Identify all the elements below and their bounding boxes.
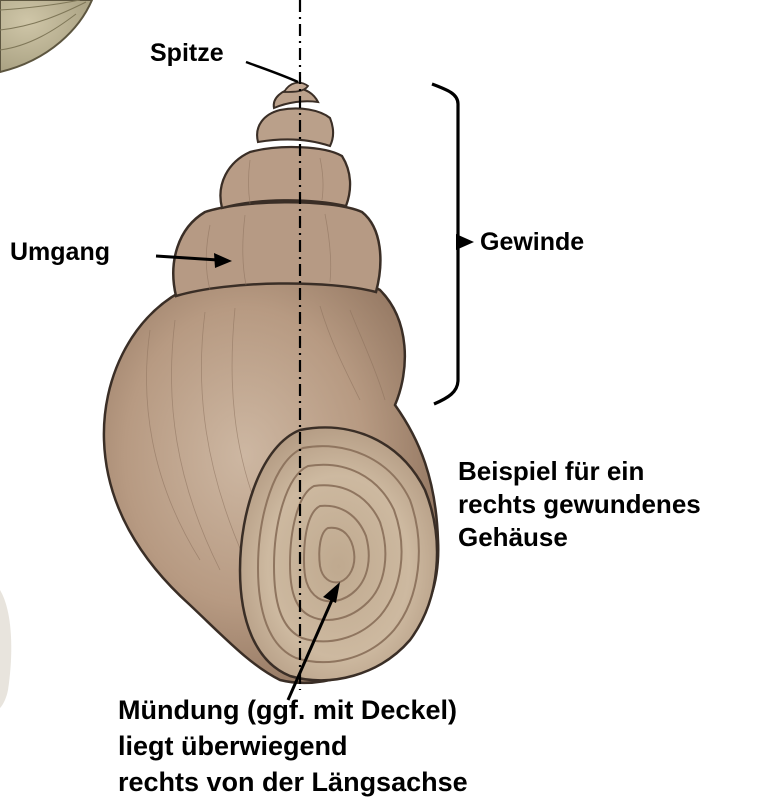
example-caption-line-1: Beispiel für ein: [458, 455, 701, 488]
example-caption-line-2: rechts gewundenes: [458, 488, 701, 521]
spire-bracket-pointer: [456, 234, 474, 250]
aperture-caption: Mündung (ggf. mit Deckel) liegt überwieg…: [118, 692, 468, 800]
whorl-label: Umgang: [10, 237, 110, 267]
spire-label: Gewinde: [480, 227, 584, 257]
aperture-caption-line-2: liegt überwiegend: [118, 728, 468, 764]
apex-leader-line: [246, 62, 298, 82]
whorl-4: [220, 147, 350, 208]
snail-shell: [104, 83, 438, 683]
spire-bracket: [432, 84, 458, 404]
apex-label: Spitze: [150, 38, 224, 68]
whorl-5: [257, 108, 333, 146]
example-caption-line-3: Gehäuse: [458, 521, 701, 554]
whorl-3: [173, 202, 380, 296]
example-caption: Beispiel für ein rechts gewundenes Gehäu…: [458, 455, 701, 554]
aperture-caption-line-3: rechts von der Längsachse: [118, 764, 468, 800]
corner-shell-fragment: [0, 0, 92, 72]
left-edge-fragment: [0, 590, 11, 708]
aperture-caption-line-1: Mündung (ggf. mit Deckel): [118, 692, 468, 728]
